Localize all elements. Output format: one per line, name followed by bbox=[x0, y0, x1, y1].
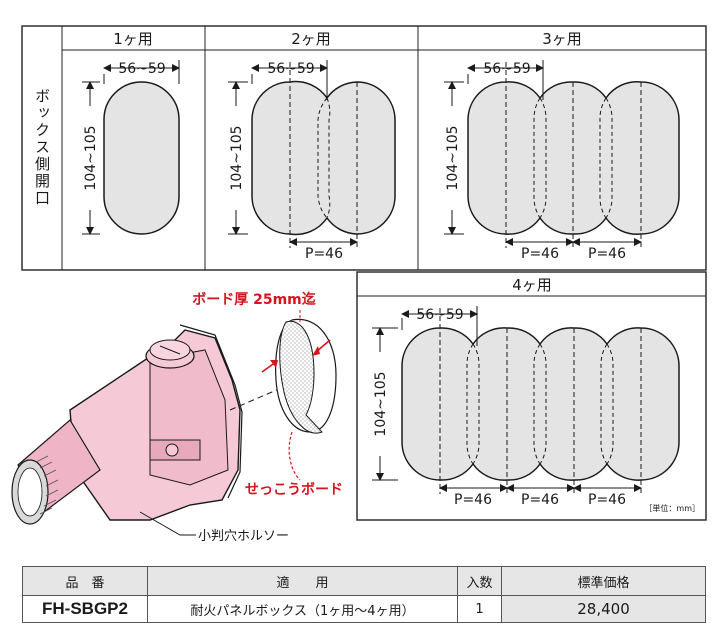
model-number: FH-SBGP2 bbox=[22, 595, 148, 623]
width-dim-2: 56~59 bbox=[267, 61, 314, 77]
diagram-canvas: 1ヶ用 2ヶ用 3ヶ用 ボックス側開口 56~59 104~105 bbox=[11, 25, 707, 544]
board-thickness-label: ボード厚 25mm迄 bbox=[192, 291, 317, 308]
spec-table: 品 番 適 用 入数 標準価格 FH-SBGP2 耐火パネルボックス（1ヶ用～4… bbox=[22, 566, 706, 623]
row-label: ボックス側開口 bbox=[33, 88, 51, 207]
col-2-header: 2ヶ用 bbox=[291, 30, 331, 48]
width-dim-4: 56~59 bbox=[416, 307, 463, 323]
height-dim-1: 104~105 bbox=[83, 125, 99, 190]
col-1-header: 1ヶ用 bbox=[113, 30, 153, 48]
height-dim-4: 104~105 bbox=[373, 371, 389, 436]
pitch-dim-3b: P=46 bbox=[588, 246, 626, 262]
opening-1: 56~59 104~105 bbox=[82, 60, 180, 235]
height-dim-3: 104~105 bbox=[445, 125, 461, 190]
col-4-header: 4ヶ用 bbox=[512, 276, 552, 294]
pitch-dim-4a: P=46 bbox=[454, 492, 492, 508]
table-row: FH-SBGP2 耐火パネルボックス（1ヶ用～4ヶ用） 1 28,400 bbox=[22, 595, 706, 623]
header-application: 適 用 bbox=[147, 566, 458, 596]
pitch-dim-2: P=46 bbox=[305, 246, 343, 262]
pitch-dim-4c: P=46 bbox=[588, 492, 626, 508]
height-dim-2: 104~105 bbox=[229, 125, 245, 190]
opening-table: 1ヶ用 2ヶ用 3ヶ用 ボックス側開口 56~59 104~105 bbox=[21, 25, 707, 271]
col-3-header: 3ヶ用 bbox=[542, 30, 582, 48]
unit-note: ［単位：mm］ bbox=[644, 503, 700, 513]
width-dim-3: 56~59 bbox=[483, 61, 530, 77]
application-cell: 耐火パネルボックス（1ヶ用～4ヶ用） bbox=[147, 595, 458, 623]
hole-saw-illustration bbox=[11, 310, 337, 536]
width-dim-1: 56~59 bbox=[118, 61, 165, 77]
pitch-dim-4b: P=46 bbox=[521, 492, 559, 508]
pitch-dim-3a: P=46 bbox=[521, 246, 559, 262]
opening-4-box: 4ヶ用 56~59 104~105 P=46 P=46 P=46 ［単位：mm］ bbox=[356, 271, 707, 521]
opening-3: 56~59 104~105 P=46 P=46 bbox=[444, 60, 680, 262]
price-cell: 28,400 bbox=[501, 595, 706, 623]
header-price: 標準価格 bbox=[501, 566, 706, 596]
qty-cell: 1 bbox=[457, 595, 502, 623]
header-model: 品 番 bbox=[22, 566, 148, 596]
opening-2: 56~59 104~105 P=46 bbox=[228, 60, 396, 262]
header-qty: 入数 bbox=[457, 566, 502, 596]
gypsum-board-label: せっこうボード bbox=[245, 482, 343, 498]
hole-saw-label: 小判穴ホルソー bbox=[198, 529, 289, 544]
